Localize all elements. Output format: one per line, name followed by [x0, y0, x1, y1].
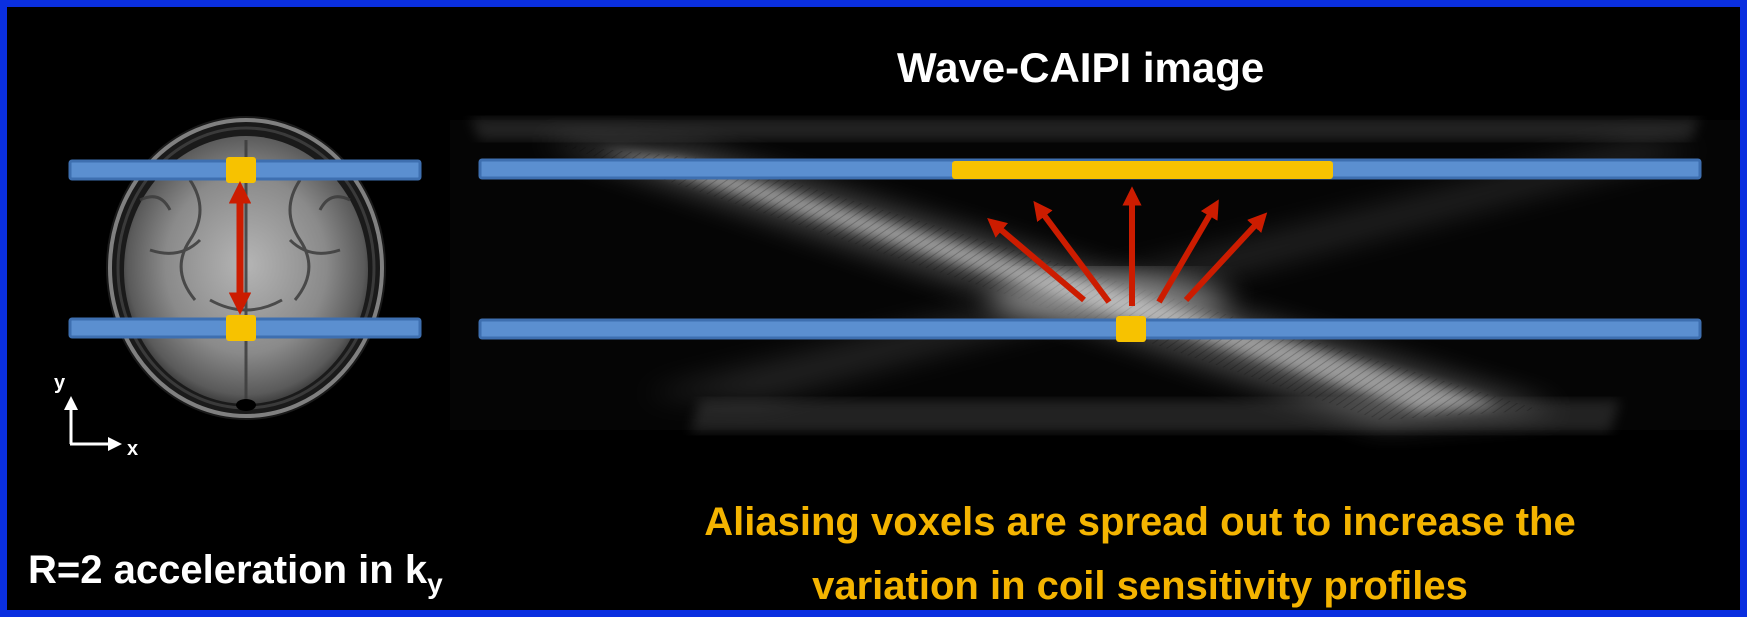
- caption-aliasing-line-1: Aliasing voxels are spread out to increa…: [704, 500, 1576, 544]
- voxel-left-top: [226, 157, 256, 183]
- arrow-fan-5: [1183, 212, 1268, 303]
- axis-indicator: [64, 396, 122, 451]
- voxel-left-bottom: [226, 315, 256, 341]
- arrow-fan: [987, 186, 1268, 306]
- caption-aliasing-line-2: variation in coil sensitivity profiles: [812, 564, 1468, 608]
- bar-right-bottom: [478, 318, 1702, 340]
- wave-caipi-image: [450, 118, 1740, 432]
- arrow-fan-2: [1033, 200, 1112, 304]
- image-title: Wave-CAIPI image: [897, 44, 1265, 91]
- axis-x-label: x: [127, 438, 139, 460]
- axis-y-label: y: [54, 372, 66, 394]
- caption-acceleration: R=2 acceleration in ky: [28, 548, 443, 600]
- arrow-fan-4: [1156, 199, 1219, 304]
- voxel-right-bottom: [1116, 316, 1146, 342]
- voxel-spread-top: [952, 161, 1333, 179]
- arrow-fan-1: [987, 218, 1086, 303]
- caption-acceleration-subscript: y: [427, 568, 443, 599]
- caption-acceleration-text: R=2 acceleration in k: [28, 548, 428, 592]
